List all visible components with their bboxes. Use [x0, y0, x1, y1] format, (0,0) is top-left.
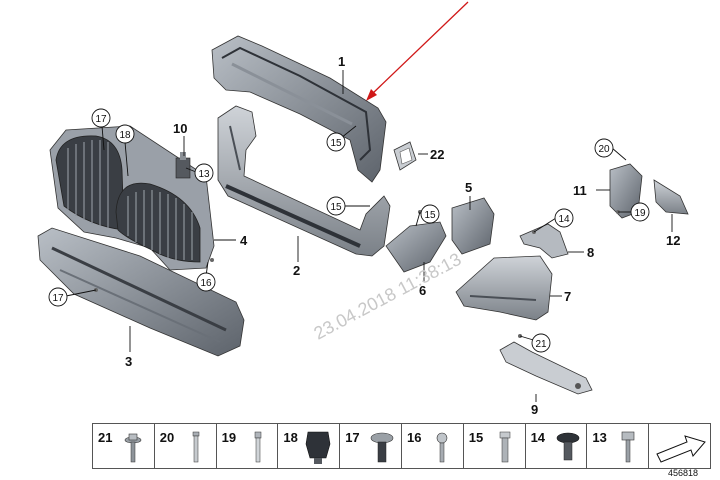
legend-label-13: 13: [592, 430, 607, 445]
legend-label-14: 14: [530, 430, 546, 445]
part-9-bracket: [499, 341, 593, 395]
part-7-air-guide: [455, 255, 553, 321]
legend-cell-18: 18: [278, 424, 341, 468]
legend-cell-16: 16: [402, 424, 464, 468]
legend-label-15: 15: [468, 430, 484, 445]
rubber-mount-icon: [306, 431, 331, 464]
part-22-seal: [393, 141, 417, 171]
legend-label-18: 18: [283, 430, 298, 445]
callout-7: 7: [564, 289, 571, 304]
legend-label-19: 19: [221, 430, 237, 445]
callout-12: 12: [666, 233, 680, 248]
circle-13: 13: [198, 169, 210, 180]
part-12-air-deflector: [653, 179, 689, 215]
part-6-air-duct: [385, 221, 447, 273]
legend-cell-21: 21: [93, 424, 155, 468]
forward-direction-arrow-icon: [656, 435, 707, 463]
circle-17-top: 17: [95, 114, 107, 125]
screw-washer-icon: [124, 433, 142, 463]
callout-9: 9: [531, 402, 538, 417]
circle-19: 19: [634, 208, 646, 219]
circle-14: 14: [558, 214, 570, 225]
legend-label-20: 20: [159, 430, 175, 445]
callout-22: 22: [430, 147, 444, 162]
callout-10: 10: [173, 121, 187, 136]
circle-15-a: 15: [330, 138, 342, 149]
circle-17-bottom: 17: [52, 293, 64, 304]
part-3-lower-air-guide: [37, 227, 245, 357]
circle-15-b: 15: [330, 202, 342, 213]
legend-cell-13: 13: [587, 424, 650, 468]
callout-8: 8: [587, 245, 594, 260]
part-4-kidney-grille: [49, 125, 215, 271]
part-1-upper-carrier: [211, 35, 387, 183]
pin-icon: [192, 431, 200, 463]
watermark-timestamp: 23.04.2018 11:38:13: [310, 249, 464, 344]
callout-4: 4: [240, 233, 248, 248]
legend-cell-arrow: [649, 424, 710, 468]
callout-1: 1: [338, 54, 345, 69]
legend-cell-15: 15: [464, 424, 526, 468]
rivet-icon: [254, 431, 261, 463]
clip-screw-icon: [499, 431, 511, 463]
part-5-air-duct: [451, 197, 495, 255]
callout-numbers: 1 2 3 4 5 6 7 8 9 10 11 12 22: [125, 54, 680, 417]
legend-cell-19: 19: [217, 424, 279, 468]
callout-11: 11: [573, 183, 587, 198]
circled-callout-labels: 17 18 13 15 15 15 16 17 14 20 19 21: [52, 114, 646, 350]
image-id: 456818: [668, 468, 699, 478]
fastener-legend: 21 20 19 18 17 16: [92, 423, 711, 469]
callout-6: 6: [419, 283, 426, 298]
circle-18: 18: [119, 130, 131, 141]
part-8-bracket: [519, 223, 569, 259]
ball-stud-icon: [436, 432, 448, 463]
circle-21: 21: [535, 339, 547, 350]
legend-cell-20: 20: [155, 424, 217, 468]
hex-screw-icon: [622, 431, 635, 463]
callout-3: 3: [125, 354, 132, 369]
circle-15-c: 15: [424, 210, 436, 221]
legend-cell-14: 14: [526, 424, 588, 468]
legend-label-21: 21: [98, 430, 113, 445]
red-arrow: [366, 1, 469, 101]
callout-5: 5: [465, 180, 472, 195]
expanding-rivet-icon: [370, 432, 394, 463]
legend-label-17: 17: [345, 430, 360, 445]
callout-2: 2: [293, 263, 300, 278]
circle-20: 20: [598, 144, 610, 155]
part-10-bracket: [175, 152, 191, 179]
circle-16: 16: [200, 278, 212, 289]
circled-callouts: [48, 108, 650, 353]
clip-nut-icon: [556, 432, 579, 461]
legend-label-16: 16: [406, 430, 422, 445]
legend-cell-17: 17: [340, 424, 402, 468]
part-2-lower-carrier: [217, 105, 391, 257]
